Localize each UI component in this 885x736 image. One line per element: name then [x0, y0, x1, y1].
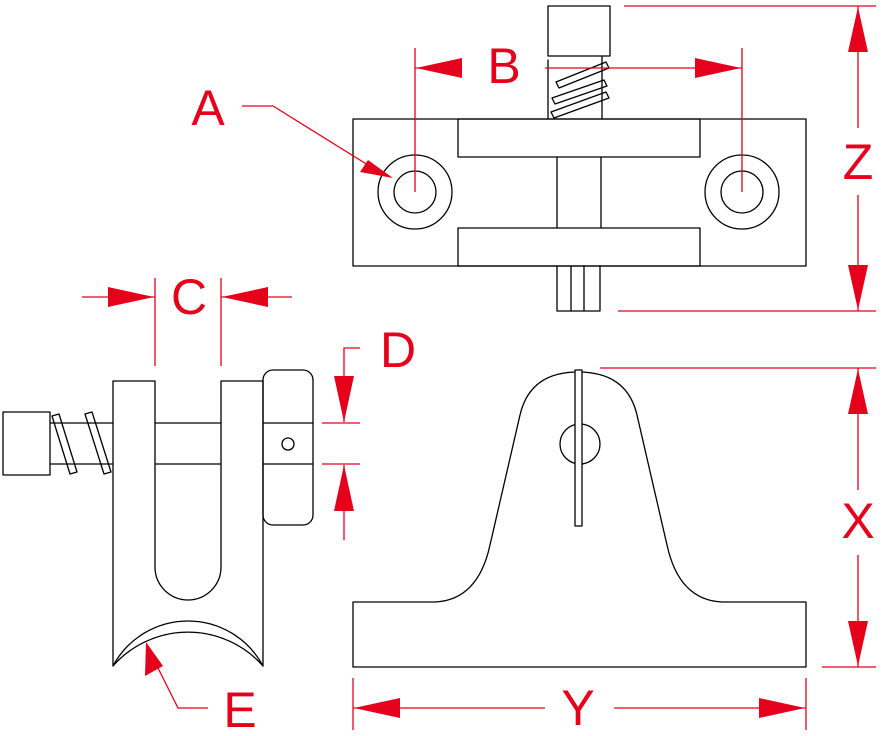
top-view-base-plate: [352, 118, 807, 267]
label-x: X: [841, 493, 874, 549]
label-z: Z: [843, 134, 874, 190]
label-y: Y: [561, 680, 594, 736]
side-view-collar: [262, 369, 314, 526]
dimension-z: Z: [618, 5, 876, 312]
dimension-d: D: [322, 322, 416, 540]
dimension-x: X: [600, 367, 876, 668]
front-view-pin: [574, 369, 583, 527]
dimension-a: A: [191, 80, 393, 178]
dimension-c: C: [82, 269, 292, 366]
label-e: E: [223, 682, 256, 736]
side-view-cross-pin: [281, 437, 295, 451]
front-view-bracket: [352, 371, 807, 668]
top-view-lower-cheek: [457, 227, 701, 267]
side-view-u-bracket: [112, 380, 264, 667]
top-view-upper-cheek: [457, 118, 701, 158]
label-d: D: [380, 322, 416, 378]
top-view: [352, 5, 807, 312]
top-view-knob: [547, 5, 611, 57]
label-b: B: [487, 38, 520, 94]
front-view: [352, 369, 807, 668]
top-view-pin-stub: [556, 265, 601, 312]
dimension-e: E: [145, 642, 257, 736]
dimension-y: Y: [352, 678, 807, 736]
side-view: [2, 369, 314, 667]
label-c: C: [171, 269, 207, 325]
top-view-spring: [547, 55, 610, 119]
side-view-spring: [49, 411, 114, 475]
label-a: A: [191, 80, 225, 136]
dimension-b: B: [414, 38, 743, 192]
side-view-knob: [2, 411, 51, 476]
